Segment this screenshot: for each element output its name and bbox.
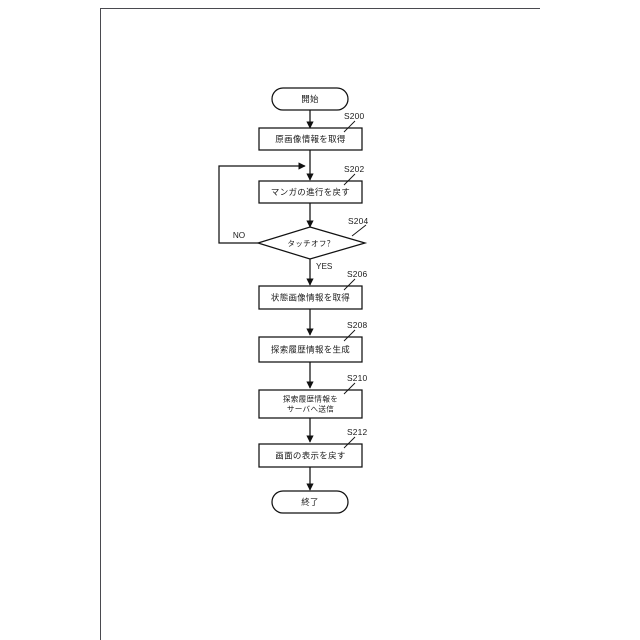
s212-step-number: S212 xyxy=(347,427,368,437)
s208-label: 探索履歴情報を生成 xyxy=(271,345,350,356)
connector-group xyxy=(218,110,314,491)
node-s210: 探索履歴情報を サーバへ送信 S210 xyxy=(258,373,368,419)
s200-label: 原画像情報を取得 xyxy=(275,134,346,145)
page-border-top-rule xyxy=(100,8,540,9)
s202-leader-line xyxy=(343,173,356,186)
s208-leader-line xyxy=(343,329,356,342)
s204-decision-shape xyxy=(255,226,368,260)
s210-process-shape xyxy=(258,389,363,419)
s212-label: 画面の表示を戻す xyxy=(275,451,345,462)
node-s202: マンガの進行を戻す S202 xyxy=(258,164,365,204)
s202-step-number: S202 xyxy=(344,164,365,174)
node-s204: タッチオフ？ S204 NO YES xyxy=(233,216,369,271)
end-terminator-shape xyxy=(271,490,349,514)
branch-label-yes: YES xyxy=(316,262,333,271)
s206-process-shape xyxy=(258,285,363,310)
s206-step-number: S206 xyxy=(347,269,368,279)
node-s208: 探索履歴情報を生成 S208 xyxy=(258,320,368,363)
node-s200: 原画像情報を取得 S200 xyxy=(258,111,365,151)
s204-leader-line xyxy=(351,224,367,237)
page-border-left-rule xyxy=(100,8,101,640)
s202-process-shape xyxy=(258,180,363,204)
s200-leader-line xyxy=(343,120,356,133)
start-terminator-shape xyxy=(271,87,349,111)
connector-no-feedback-loop xyxy=(218,162,306,244)
s206-label: 状態画像情報を取得 xyxy=(271,293,350,304)
s210-label-line1: 探索履歴情報を xyxy=(283,394,338,404)
s204-step-number: S204 xyxy=(348,216,369,226)
node-start: 開始 xyxy=(271,87,349,111)
s200-process-shape xyxy=(258,127,363,151)
s204-label: タッチオフ？ xyxy=(287,239,334,248)
start-label: 開始 xyxy=(301,94,319,105)
s206-leader-line xyxy=(343,278,356,291)
s202-label: マンガの進行を戻す xyxy=(271,187,350,198)
node-end: 終了 xyxy=(271,490,349,514)
s210-label-line2: サーバへ送信 xyxy=(287,404,334,414)
s208-step-number: S208 xyxy=(347,320,368,330)
s200-step-number: S200 xyxy=(344,111,365,121)
branch-label-no: NO xyxy=(233,231,245,240)
node-s206: 状態画像情報を取得 S206 xyxy=(258,269,368,310)
end-label: 終了 xyxy=(301,497,319,508)
s212-process-shape xyxy=(258,443,363,468)
s210-leader-line xyxy=(343,382,356,395)
node-s212: 画面の表示を戻す S212 xyxy=(258,427,368,468)
s210-step-number: S210 xyxy=(347,373,368,383)
s208-process-shape xyxy=(258,336,363,363)
s212-leader-line xyxy=(343,436,356,449)
